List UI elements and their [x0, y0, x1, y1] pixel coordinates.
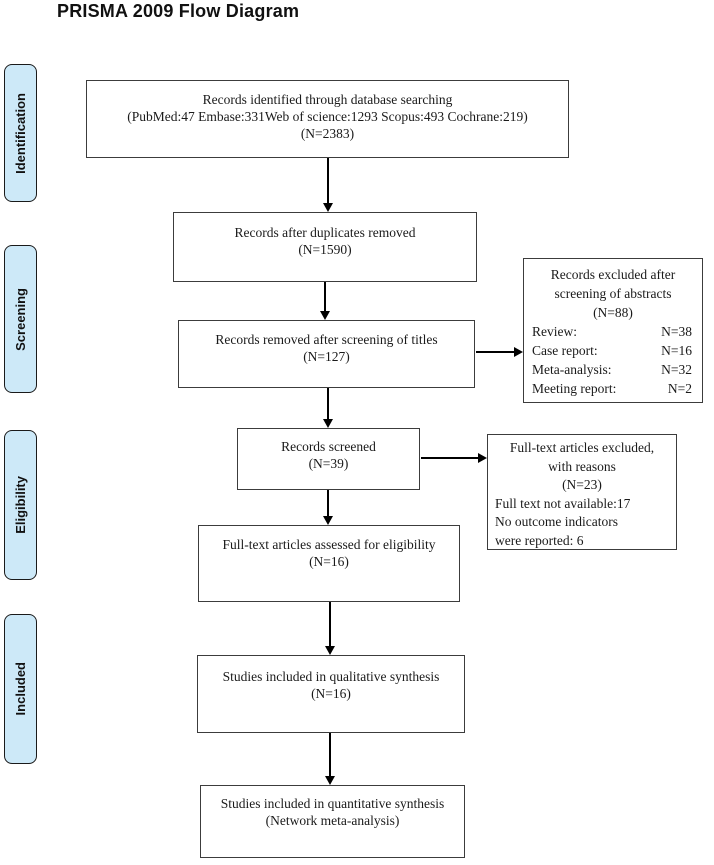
box-text-line: Records after duplicates removed — [234, 225, 416, 240]
box-text-line: Full text not available:17 — [495, 495, 631, 511]
exclusion-reason-row: Meta-analysis: N=32 — [524, 360, 702, 379]
reason-value: N=16 — [661, 343, 692, 358]
box-text-line: (N=23) — [562, 477, 602, 492]
box-text-line: Studies included in quantitative synthes… — [220, 796, 445, 811]
stage-included-label: Included — [13, 662, 28, 716]
box-text-line: Studies included in qualitative synthesi… — [222, 669, 440, 684]
box-records-screened: Records screened (N=39) — [237, 428, 420, 490]
stage-screening: Screening — [4, 245, 37, 393]
exclusion-reason-row: Case report: N=16 — [524, 341, 702, 360]
box-text-line: No outcome indicators — [495, 514, 618, 529]
box-text-line: Records removed after screening of title… — [215, 332, 438, 347]
box-text-line: Records identified through database sear… — [202, 92, 453, 107]
stage-identification-label: Identification — [13, 92, 28, 174]
reason-label: Meta-analysis: — [532, 362, 612, 377]
box-text-line: with reasons — [548, 458, 616, 474]
reason-label: Meeting report: — [532, 381, 617, 396]
box-records-identified: Records identified through database sear… — [86, 80, 569, 158]
diagram-title: PRISMA 2009 Flow Diagram — [57, 1, 300, 21]
box-qualitative-synthesis: Studies included in qualitative synthesi… — [197, 655, 465, 733]
reason-value: N=2 — [667, 381, 692, 396]
box-text-line: (N=16) — [309, 554, 349, 569]
stage-identification: Identification — [4, 64, 37, 202]
box-quantitative-synthesis: Studies included in quantitative synthes… — [200, 785, 465, 858]
box-text-line: screening of abstracts — [554, 286, 672, 301]
box-text-line: were reported: 6 — [495, 532, 584, 548]
reason-label: Review: — [532, 324, 577, 339]
box-text-line: (N=39) — [308, 456, 349, 471]
box-titles-screening: Records removed after screening of title… — [178, 320, 475, 388]
reason-value: N=38 — [661, 324, 692, 339]
box-text-line: (N=88) — [593, 305, 633, 320]
stage-included: Included — [4, 614, 37, 764]
stage-eligibility-label: Eligibility — [13, 476, 28, 534]
reason-value: N=32 — [661, 362, 692, 377]
box-text-line: Records screened — [281, 439, 376, 454]
box-text-line: (N=16) — [311, 686, 351, 701]
exclusion-reason-row: Meeting report: N=2 — [524, 379, 702, 398]
box-text-line: (N=1590) — [298, 242, 352, 257]
box-excluded-abstracts: Records excluded after screening of abst… — [523, 258, 703, 403]
box-fulltext-assessed: Full-text articles assessed for eligibil… — [198, 525, 460, 602]
stage-screening-label: Screening — [13, 287, 28, 351]
box-excluded-fulltext: Full-text articles excluded, with reason… — [487, 434, 677, 550]
box-text-line: (N=127) — [303, 349, 350, 364]
box-text-line: Records excluded after — [550, 267, 676, 282]
box-text-line: Full-text articles assessed for eligibil… — [222, 537, 436, 552]
box-text-line: (N=2383) — [300, 126, 355, 141]
reason-label: Case report: — [532, 343, 598, 358]
box-text-line: (PubMed:47 Embase:331Web of science:1293… — [127, 109, 528, 124]
box-text-line: Full-text articles excluded, — [509, 440, 655, 455]
box-text-line: (Network meta-analysis) — [265, 813, 400, 828]
box-duplicates-removed: Records after duplicates removed (N=1590… — [173, 212, 477, 282]
stage-eligibility: Eligibility — [4, 430, 37, 580]
exclusion-reason-row: Review: N=38 — [524, 322, 702, 341]
